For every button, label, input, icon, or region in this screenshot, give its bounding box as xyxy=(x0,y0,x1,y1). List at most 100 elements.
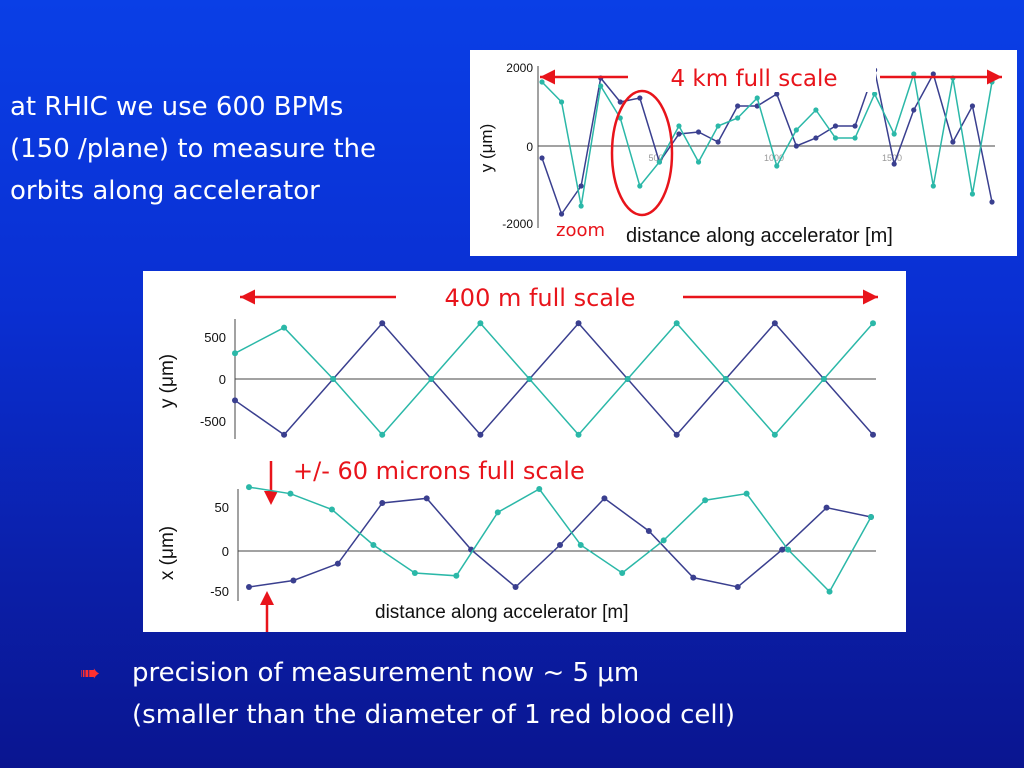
intro-line-3: orbits along accelerator xyxy=(10,176,320,206)
x-panel-series-2-point-11 xyxy=(660,537,667,544)
top-series-group xyxy=(539,67,995,217)
top-series-2-point-2 xyxy=(558,99,565,105)
y-panel-series-1-point-10 xyxy=(673,431,680,438)
y-panel-series-1-point-4 xyxy=(379,320,386,327)
x-panel-series-2-point-4 xyxy=(370,542,377,548)
y-panel-series-1-point-14 xyxy=(870,431,876,438)
x-panel-ytick-bottom: -50 xyxy=(210,584,229,599)
top-ytick-top: 2000 xyxy=(506,61,533,75)
x-panel-series-1-point-13 xyxy=(779,546,786,553)
y-panel-series-2-point-11 xyxy=(722,376,729,382)
top-series-2-point-3 xyxy=(578,203,584,209)
top-series-1-point-16 xyxy=(832,123,839,129)
y-panel-series-1-point-6 xyxy=(477,431,484,438)
y-panel-series-2-point-5 xyxy=(428,376,435,382)
top-series-1-point-21 xyxy=(930,71,936,77)
top-series-1-point-5 xyxy=(617,99,623,105)
top-series-1-point-2 xyxy=(558,211,565,217)
top-scale-label: 4 km full scale xyxy=(670,66,837,92)
top-series-2-point-23 xyxy=(969,191,976,197)
x-panel-series-1-point-8 xyxy=(557,542,563,548)
top-series-2-point-12 xyxy=(754,95,760,101)
x-panel-series-1-point-11 xyxy=(690,574,697,581)
top-series-1-point-8 xyxy=(676,131,682,137)
top-series-1-point-11 xyxy=(735,103,741,109)
x-panel-series-1-point-9 xyxy=(601,495,608,502)
full-ring-orbit-plot: y (μm) 2000 0 -2000 500 1000 1500 4 km f… xyxy=(470,50,1017,256)
top-series-2-point-8 xyxy=(676,123,682,129)
top-series-2-point-4 xyxy=(598,83,604,89)
y-panel-series-2-point-1 xyxy=(232,350,238,357)
full-ring-orbit-svg: y (μm) 2000 0 -2000 500 1000 1500 4 km f… xyxy=(477,60,1002,247)
top-series-1-point-22 xyxy=(950,139,956,145)
top-ylabel: y (μm) xyxy=(477,124,496,173)
x-panel-series-1-point-5 xyxy=(423,495,430,502)
x-panel-series-2-point-15 xyxy=(826,588,833,595)
x-panel-ytick-top: 50 xyxy=(215,500,229,515)
top-xtick-3: 1500 xyxy=(882,153,902,163)
x-panel-series-2-point-8 xyxy=(536,486,543,492)
top-series-1-point-13 xyxy=(774,91,780,97)
x-panel-series-2-line xyxy=(248,486,872,593)
top-series-2-point-9 xyxy=(695,159,702,165)
y-panel-series-2-point-3 xyxy=(330,376,337,382)
y-panel-ytick-bottom: -500 xyxy=(200,414,226,429)
y-panel-series-1-point-12 xyxy=(771,320,778,327)
top-series-1-point-17 xyxy=(852,123,858,129)
top-series-2-point-18 xyxy=(872,91,878,97)
top-series-1-point-20 xyxy=(911,107,917,113)
top-series-2-point-17 xyxy=(852,135,858,141)
micron-arrow-up-head xyxy=(260,591,274,605)
bullet-line-1: precision of measurement now ~ 5 μm xyxy=(132,658,640,688)
x-panel-series-1-point-2 xyxy=(290,577,297,584)
top-ytick-mid: 0 xyxy=(526,140,533,154)
top-series-1-point-14 xyxy=(793,143,799,149)
x-panel-series-2-point-13 xyxy=(743,490,750,497)
y-panel-series-1-point-1 xyxy=(232,397,238,404)
top-series-2-point-21 xyxy=(930,183,936,189)
y-panel-series-2-point-8 xyxy=(575,431,582,438)
x-panel-series-2-point-6 xyxy=(453,572,460,579)
top-series-1-point-23 xyxy=(969,103,976,109)
top-series-2-point-14 xyxy=(793,127,799,133)
top-series-1-point-15 xyxy=(813,135,819,141)
y-panel-ytick-top: 500 xyxy=(204,330,226,345)
intro-line-2: (150 /plane) to measure the xyxy=(10,134,377,164)
x-panel-series-1-point-12 xyxy=(734,584,741,590)
x-panel-ytick-mid: 0 xyxy=(222,544,229,559)
top-ytick-bottom: -2000 xyxy=(502,217,533,231)
top-series-1-point-1 xyxy=(539,155,545,161)
x-panel-series-group xyxy=(246,484,874,595)
y-panel-series-2-point-9 xyxy=(624,376,631,382)
micron-arrow-down-head xyxy=(264,491,278,505)
x-panel-series-2-point-10 xyxy=(619,570,626,576)
top-series-2-line xyxy=(541,73,993,207)
micron-scale-label: +/- 60 microns full scale xyxy=(293,457,585,485)
top-series-2-point-13 xyxy=(774,163,780,169)
arrow-bullet-icon: ➠ xyxy=(80,659,101,687)
top-series-1-point-3 xyxy=(578,183,584,189)
x-panel-series-2-point-14 xyxy=(785,546,792,553)
top-series-1-point-24 xyxy=(989,199,995,205)
y-panel-series-2-line xyxy=(234,322,874,436)
top-series-2-point-16 xyxy=(832,135,839,141)
y-panel-ylabel: y (μm) xyxy=(157,354,178,408)
top-series-1-point-6 xyxy=(637,95,643,101)
main-scale-label: 400 m full scale xyxy=(445,284,636,312)
x-panel-series-2-point-7 xyxy=(494,509,501,516)
intro-text: at RHIC we use 600 BPMs (150 /plane) to … xyxy=(10,86,460,212)
y-panel-series-1-line xyxy=(234,322,874,436)
x-panel-series-1-point-3 xyxy=(334,560,341,567)
top-series-2-point-6 xyxy=(637,183,643,189)
y-panel-series-2-point-4 xyxy=(379,431,386,438)
top-series-2-point-15 xyxy=(813,107,819,113)
x-panel-series-2-point-16 xyxy=(868,514,874,520)
y-panel-series-2-point-2 xyxy=(281,324,288,331)
top-series-2-point-1 xyxy=(539,79,545,85)
top-series-1-line xyxy=(541,67,993,216)
y-panel-series-2-point-12 xyxy=(771,431,778,438)
y-panel-series-2-point-7 xyxy=(526,376,533,382)
zoom-circle xyxy=(610,89,674,217)
top-xlabel: distance along accelerator [m] xyxy=(626,225,893,247)
y-panel-ytick-mid: 0 xyxy=(219,372,226,387)
